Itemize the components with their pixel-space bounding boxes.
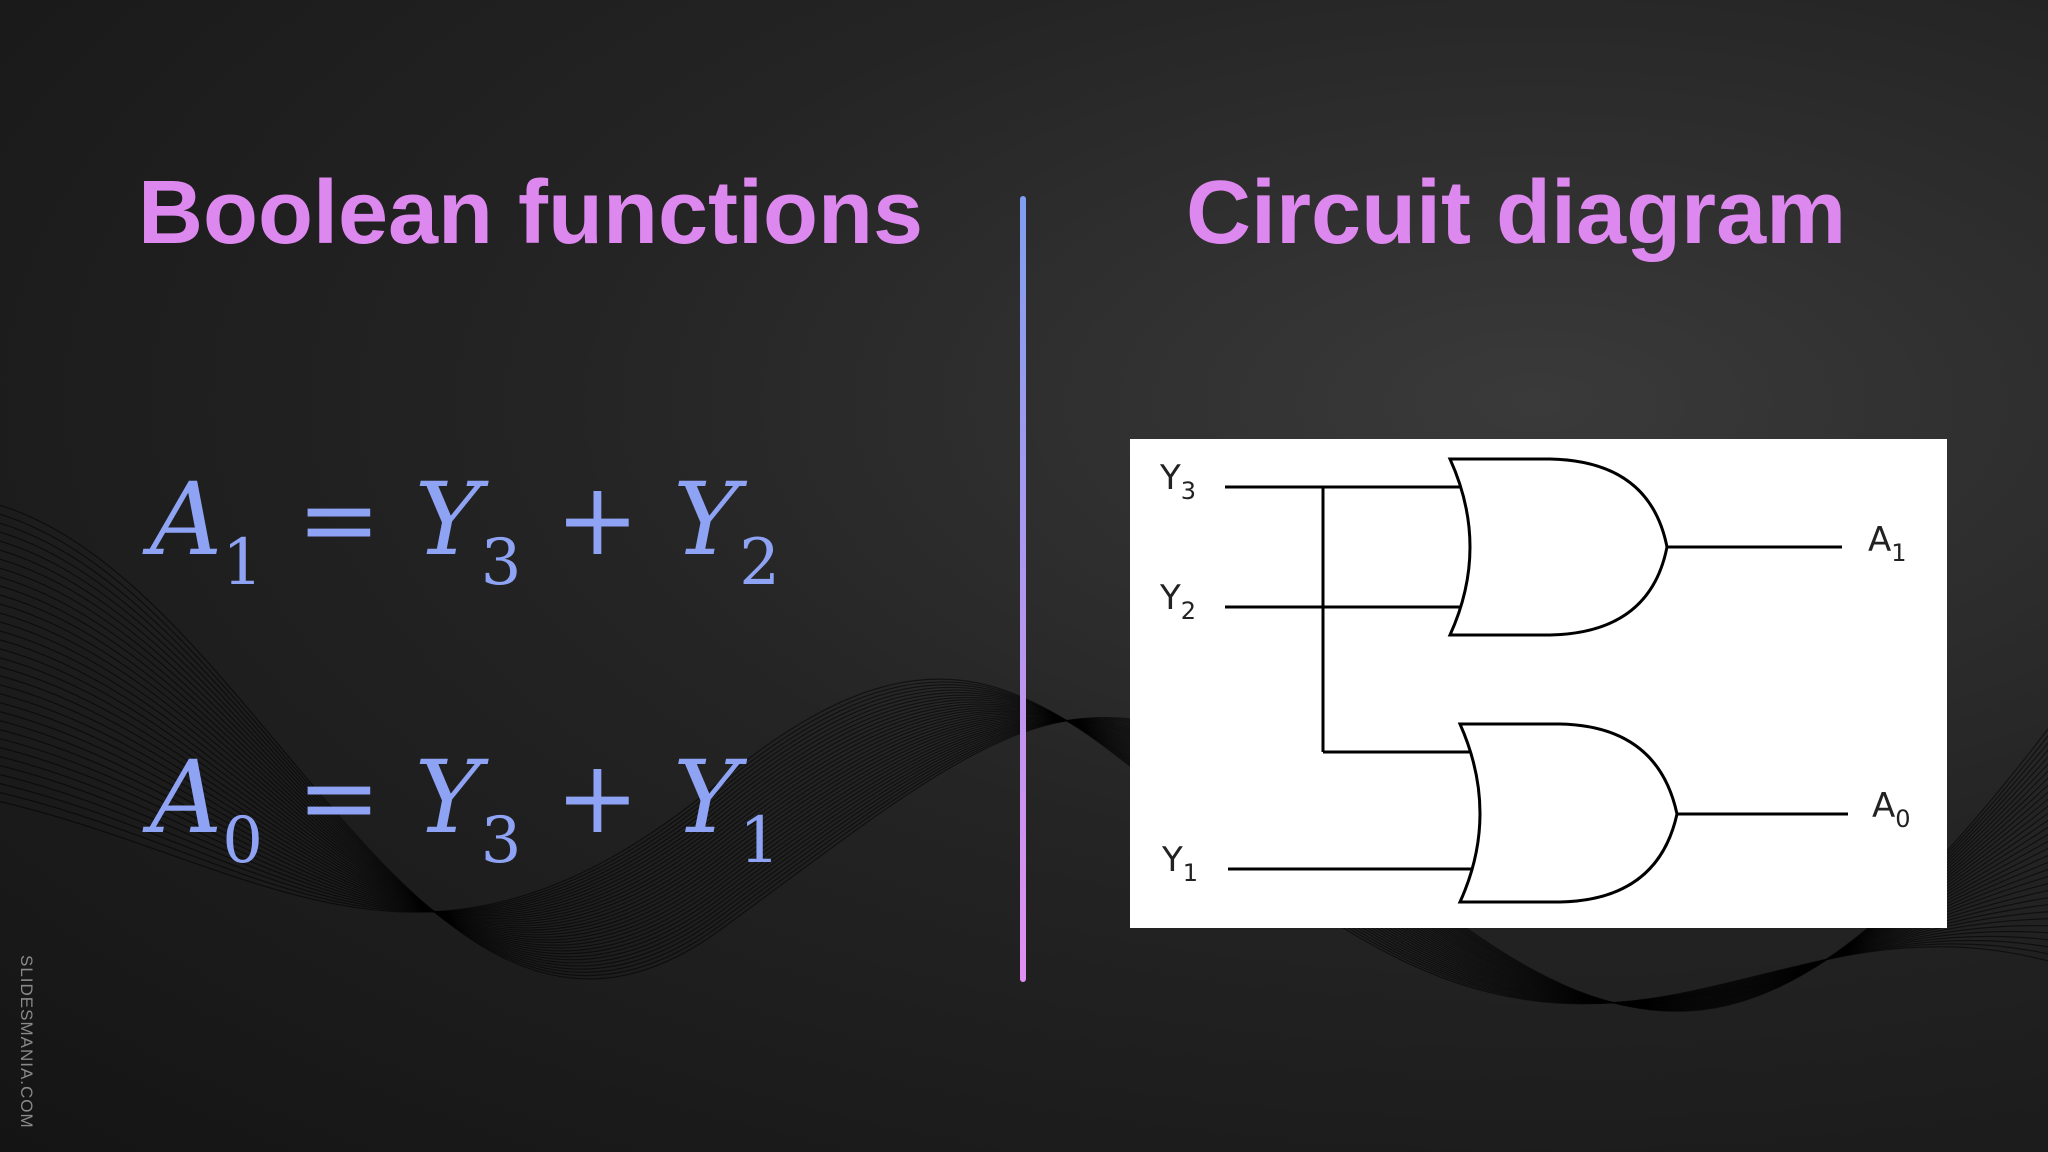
vertical-divider xyxy=(1020,196,1026,982)
circuit-diagram-heading: Circuit diagram xyxy=(1186,163,1847,263)
equation-lhs: A xyxy=(150,461,223,578)
wave-line xyxy=(0,702,2048,1004)
watermark: SLIDESMANIA.COM xyxy=(17,955,36,1129)
equation-term: Y xyxy=(673,739,740,856)
boolean-functions-heading: Boolean functions xyxy=(138,163,923,263)
wave-line xyxy=(0,531,2048,1011)
circuit-diagram: Y3 Y2 Y1 A1 A0 xyxy=(1130,439,1947,928)
equation-a0: A0=Y3+Y1 xyxy=(150,748,780,874)
equals-sign: = xyxy=(296,739,381,856)
equation-term-subscript: 1 xyxy=(739,804,780,878)
label-a0: A0 xyxy=(1872,786,1911,833)
equals-sign: = xyxy=(296,461,381,578)
label-a1: A1 xyxy=(1868,520,1907,567)
equation-lhs: A xyxy=(150,739,223,856)
wave-line xyxy=(0,703,2048,1004)
or-gate-2 xyxy=(1457,722,1679,904)
wave-line xyxy=(0,648,2048,1005)
equation-lhs-subscript: 0 xyxy=(222,804,263,878)
label-y3: Y3 xyxy=(1159,458,1196,505)
plus-sign: + xyxy=(555,739,640,856)
wave-line xyxy=(0,691,2048,1004)
equation-a1: A1=Y3+Y2 xyxy=(150,470,780,596)
equation-lhs-subscript: 1 xyxy=(222,526,263,600)
label-y2: Y2 xyxy=(1159,578,1196,625)
plus-sign: + xyxy=(555,461,640,578)
label-y1: Y1 xyxy=(1161,840,1198,887)
or-gate-1 xyxy=(1447,457,1669,637)
equation-term: Y xyxy=(414,461,481,578)
equation-term-subscript: 3 xyxy=(480,526,522,600)
wave-line xyxy=(0,678,2048,1005)
equation-term-subscript: 3 xyxy=(480,804,522,878)
equation-term-subscript: 2 xyxy=(739,526,780,600)
wave-line xyxy=(0,689,2048,1004)
equation-term: Y xyxy=(414,739,481,856)
equation-term: Y xyxy=(673,461,740,578)
